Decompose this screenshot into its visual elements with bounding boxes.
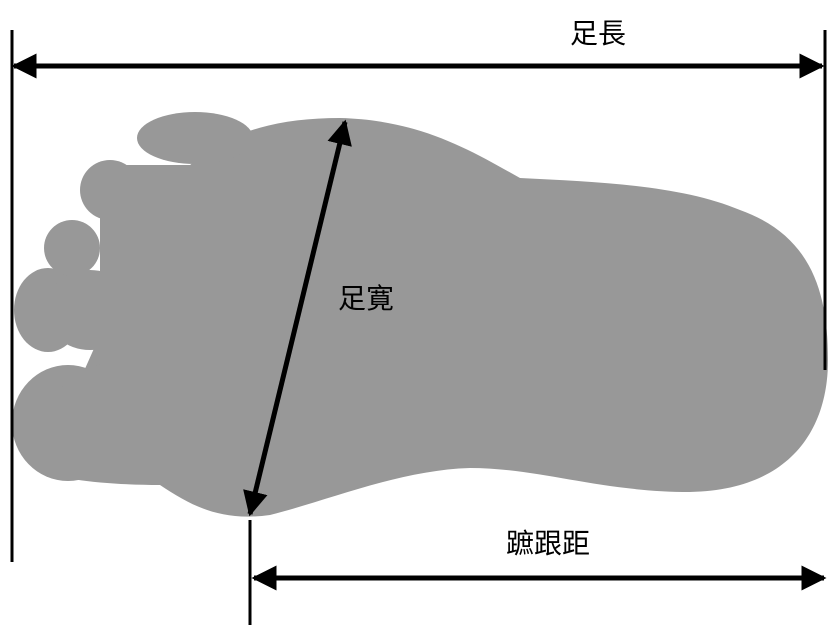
third-toe: [44, 220, 100, 276]
foot-sole-shape: [40, 118, 828, 517]
ball-to-heel-label: 蹠跟距: [506, 527, 590, 560]
little-toe: [137, 112, 253, 164]
foot-length-label: 足長: [570, 17, 626, 50]
foot-width-label: 足寛: [338, 282, 394, 315]
foot-silhouette: [12, 112, 828, 517]
toe-bridge: [100, 165, 210, 465]
foot-width-arrow: [243, 119, 352, 517]
